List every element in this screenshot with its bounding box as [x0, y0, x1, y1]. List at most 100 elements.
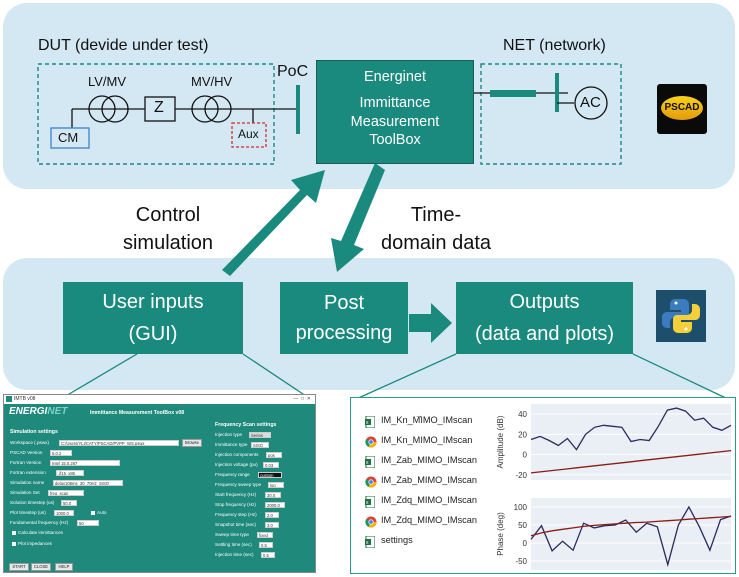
axis-label: Amplitude (dB) [496, 415, 505, 468]
file-item[interactable]: IM_Zab_MIMO_IMscan [381, 455, 477, 465]
control-arrow-icon [222, 170, 325, 276]
auto-label: Auto [97, 510, 107, 515]
aux-label: Aux [238, 127, 259, 141]
cm-box [50, 127, 90, 149]
tick-label: 0 [523, 539, 528, 548]
ac-source-icon [574, 86, 608, 120]
logo-part-b: NET [47, 406, 68, 417]
inj-volt-field[interactable]: 0.03 [263, 462, 279, 468]
tick-label: -20 [515, 471, 527, 480]
app-title: Immittance Measurement ToolBox v08 [90, 410, 185, 416]
net-box [480, 63, 622, 165]
fortran-ext-label: Fortran extension [10, 470, 46, 475]
ac-label: AC [580, 94, 601, 111]
python-logo [656, 290, 706, 342]
net-title: NET (network) [503, 37, 606, 54]
freq-range-select[interactable]: custom [258, 472, 282, 478]
plot-imp-checkbox[interactable] [12, 542, 16, 546]
settling-field[interactable]: 0.5 [259, 542, 273, 548]
auto-checkbox[interactable] [91, 511, 95, 515]
calc-imm-checkbox[interactable] [12, 531, 16, 535]
toolbox-line3: Measurement [350, 114, 440, 130]
outputs-box: Outputs (data and plots) [456, 282, 633, 354]
workspace-label: Workspace (.pswx) [10, 440, 49, 445]
impedance-box [144, 96, 176, 122]
fortran-ext-field[interactable]: .if15_x86 [56, 470, 84, 476]
plot-timestep-field[interactable]: 1000.0 [54, 510, 74, 516]
file-item[interactable]: IM_Zab_MIMO_IMscan [381, 475, 477, 485]
process-arrow-icon [409, 303, 452, 343]
svg-text:x: x [366, 540, 369, 546]
lvmv-label: LV/MV [88, 74, 127, 89]
sweep-time-select[interactable]: fixed [257, 532, 273, 538]
user-inputs-line1: User inputs [102, 291, 204, 313]
cursor-mark: → [415, 411, 423, 420]
tick-label: -50 [515, 557, 527, 566]
gui-window-title: IMTB v08 [14, 396, 36, 402]
freq-step-field[interactable]: 2.0 [265, 512, 279, 518]
injection-time-field[interactable]: 0.5 [261, 552, 275, 558]
file-item[interactable]: IM_Kn_MIMO_IMscan [381, 435, 473, 445]
file-item[interactable]: IM_Zdq_MIMO_IMscan [381, 515, 477, 525]
browse-button[interactable]: Browse [182, 439, 202, 447]
start-freq-field[interactable]: 30.0 [265, 492, 281, 498]
stop-freq-field[interactable]: 2000.0 [265, 502, 285, 508]
pscad-logo-text: PSCAD [664, 102, 700, 113]
start-button[interactable]: START [9, 563, 29, 571]
mvhv-label: MV/HV [191, 74, 233, 89]
control-line2: simulation [122, 232, 214, 254]
fortran-version-select[interactable]: Intel 15.0.267 [50, 460, 120, 466]
app-icon [6, 396, 12, 402]
plot-area [531, 498, 731, 570]
sim-settings-header: Simulation settings [10, 429, 58, 435]
chrome-icon [365, 515, 377, 528]
snapshot-field[interactable]: 3.0 [265, 522, 279, 528]
outputs-line2: (data and plots) [475, 323, 614, 345]
inj-comp-select[interactable]: pos [266, 452, 282, 458]
file-item[interactable]: settings [381, 535, 413, 545]
logo-part-a: ENERGI [9, 406, 48, 417]
inj-type-select[interactable]: Series [249, 432, 271, 438]
svg-text:x: x [366, 500, 369, 506]
poc-label: PoC [277, 63, 309, 80]
window-controls[interactable]: — □ ✕ [293, 396, 311, 402]
user-inputs-line2: (GUI) [128, 323, 178, 345]
excel-icon: x [365, 415, 376, 429]
file-item[interactable]: IM_Zdq_MIMO_IMscan [381, 495, 477, 505]
excel-icon: x [365, 495, 376, 509]
imm-type-select[interactable]: SISO [251, 442, 269, 448]
toolbox-box: Energinet Immittance Measurement ToolBox [316, 60, 474, 164]
sim-name-field[interactable]: delay108ms_30_70Hz_SISO [53, 480, 123, 486]
python-icon [661, 299, 701, 333]
toolbox-line1: Energinet [363, 69, 427, 85]
svg-text:x: x [366, 460, 369, 466]
plot-timestep-label: Plot timestep (us) [10, 510, 46, 515]
sweep-type-select[interactable]: log [268, 482, 284, 488]
pscad-logo: PSCAD [657, 84, 707, 134]
excel-icon: x [365, 535, 376, 549]
inj-comp-label: Injection components [215, 452, 259, 457]
transformer-lvmv-icon [88, 95, 116, 123]
file-item[interactable]: IM_Kn_MIMO_IMscan [381, 415, 473, 425]
pscad-version-select[interactable]: 5.0.2 [50, 450, 72, 456]
tick-label: 100 [514, 503, 528, 512]
snapshot-label: Snapshot time (sec) [215, 522, 256, 527]
fund-freq-field[interactable]: 50 [77, 520, 99, 526]
help-button[interactable]: HELP [55, 563, 73, 571]
sol-timestep-field[interactable]: 50.0 [61, 500, 77, 506]
start-freq-label: Start frequency (Hz) [215, 492, 257, 497]
axis-label: Phase (deg) [496, 512, 505, 556]
sim-set-label: Simulation Set [10, 490, 40, 495]
close-button[interactable]: CLOSE [31, 563, 51, 571]
outputs-line1: Outputs [509, 291, 580, 313]
post-processing-box: Post processing [280, 282, 408, 354]
sim-set-select[interactable]: freq_scan [48, 490, 84, 496]
workspace-field[interactable]: C:/Users/YLI/CATY/PSCAD/PVPP_WS.pswx [59, 440, 179, 446]
inj-type-label: Injection type [215, 432, 243, 437]
freq-step-label: Frequency step (Hz) [215, 512, 257, 517]
tick-label: 20 [518, 430, 527, 439]
dut-title: DUT (devide under test) [38, 37, 209, 54]
post-line2: processing [295, 322, 393, 344]
imm-type-label: Immittance type [215, 442, 248, 447]
aux-box [231, 122, 267, 148]
